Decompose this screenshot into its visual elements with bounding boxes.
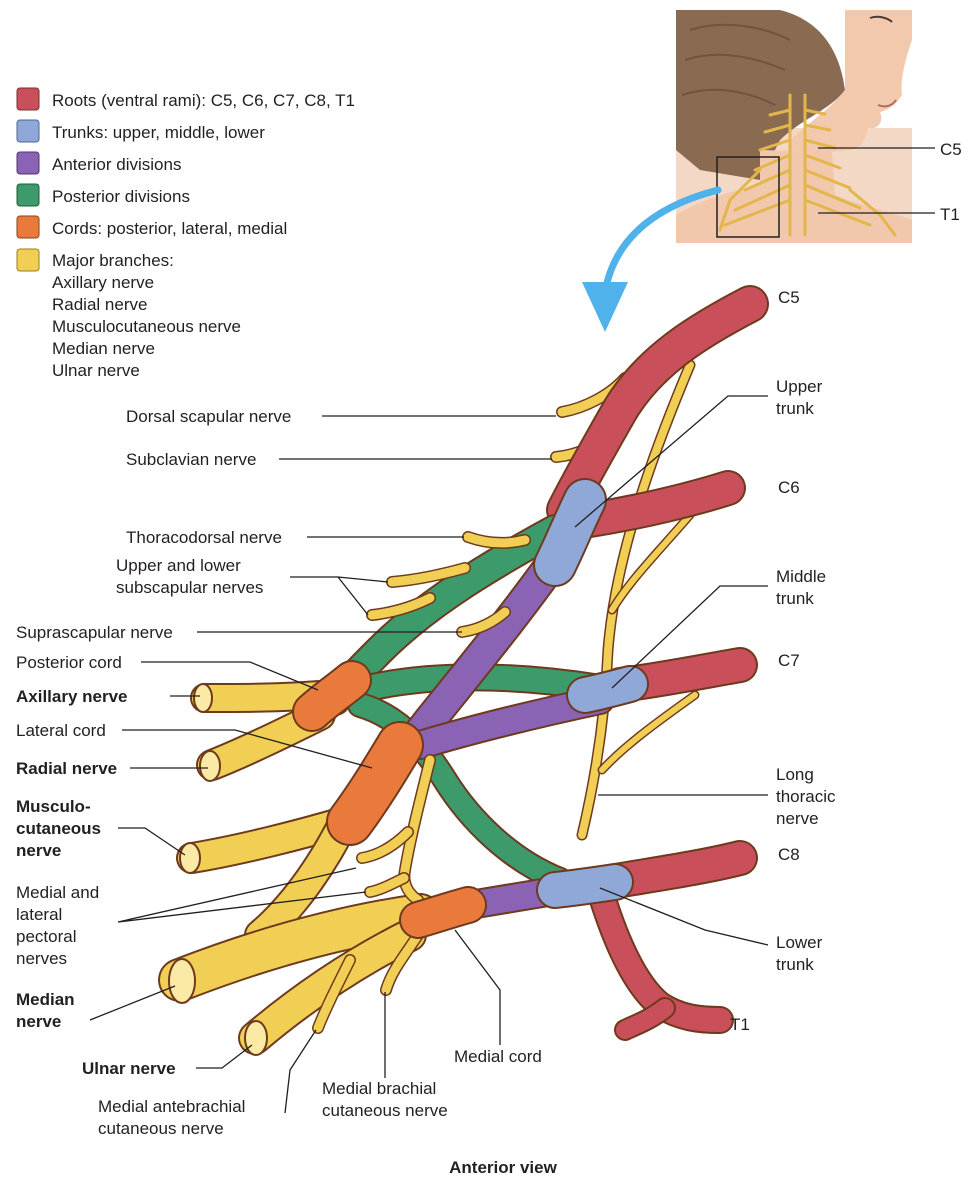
- root-label-t1: T1: [730, 1015, 750, 1034]
- legend-swatch-posterior-divisions: [17, 184, 39, 206]
- legend-label-branches: Major branches:: [52, 251, 174, 270]
- label-musculocutaneous-1: Musculo-: [16, 797, 91, 816]
- legend-label-anterior-divisions: Anterior divisions: [52, 155, 181, 174]
- label-long-thoracic-1: Long: [776, 765, 814, 784]
- label-lateral-cord: Lateral cord: [16, 721, 106, 740]
- lateral-cord-shape: [350, 745, 400, 822]
- label-thoracodorsal: Thoracodorsal nerve: [126, 528, 282, 547]
- label-pectoral-1: Medial and: [16, 883, 99, 902]
- lower-trunk-shape: [555, 882, 615, 890]
- upper-trunk-shape: [555, 500, 585, 565]
- root-label-c6: C6: [778, 478, 800, 497]
- label-med-antebrachial-2: cutaneous nerve: [98, 1119, 224, 1138]
- middle-trunk-shape: [585, 684, 630, 695]
- label-median-2: nerve: [16, 1012, 61, 1031]
- label-medial-cord: Medial cord: [454, 1047, 542, 1066]
- label-ulnar: Ulnar nerve: [82, 1059, 176, 1078]
- legend-swatch-trunks: [17, 120, 39, 142]
- legend-swatch-anterior-divisions: [17, 152, 39, 174]
- legend-label-roots: Roots (ventral rami): C5, C6, C7, C8, T1: [52, 91, 355, 110]
- label-pectoral-3: pectoral: [16, 927, 76, 946]
- legend-label-branch-median: Median nerve: [52, 339, 155, 358]
- label-axillary: Axillary nerve: [16, 687, 128, 706]
- label-lower-trunk-2: trunk: [776, 955, 814, 974]
- label-long-thoracic-3: nerve: [776, 809, 819, 828]
- legend-swatch-branches: [17, 249, 39, 271]
- thoracodorsal-nerve-shape: [468, 537, 525, 543]
- legend-label-cords: Cords: posterior, lateral, medial: [52, 219, 287, 238]
- label-posterior-cord: Posterior cord: [16, 653, 122, 672]
- label-dorsal-scapular: Dorsal scapular nerve: [126, 407, 291, 426]
- label-subscapular-2: subscapular nerves: [116, 578, 263, 597]
- label-median-1: Median: [16, 990, 75, 1009]
- label-middle-trunk-2: trunk: [776, 589, 814, 608]
- legend-label-trunks: Trunks: upper, middle, lower: [52, 123, 265, 142]
- legend-label-branch-musculocutaneous: Musculocutaneous nerve: [52, 317, 241, 336]
- label-musculocutaneous-2: cutaneous: [16, 819, 101, 838]
- label-subclavian: Subclavian nerve: [126, 450, 256, 469]
- legend-swatch-roots: [17, 88, 39, 110]
- label-med-brachial-1: Medial brachial: [322, 1079, 436, 1098]
- root-label-c8: C8: [778, 845, 800, 864]
- label-suprascapular: Suprascapular nerve: [16, 623, 173, 642]
- label-med-antebrachial-1: Medial antebrachial: [98, 1097, 245, 1116]
- legend-label-branch-axillary: Axillary nerve: [52, 273, 154, 292]
- legend: Roots (ventral rami): C5, C6, C7, C8, T1…: [17, 88, 355, 380]
- label-subscapular-1: Upper and lower: [116, 556, 241, 575]
- label-med-brachial-2: cutaneous nerve: [322, 1101, 448, 1120]
- label-pectoral-4: nerves: [16, 949, 67, 968]
- legend-label-posterior-divisions: Posterior divisions: [52, 187, 190, 206]
- root-label-c5: C5: [778, 288, 800, 307]
- label-long-thoracic-2: thoracic: [776, 787, 836, 806]
- label-lower-trunk-1: Lower: [776, 933, 823, 952]
- medial-cord-shape: [418, 905, 468, 920]
- inset-illustration: [676, 8, 935, 243]
- label-musculocutaneous-3: nerve: [16, 841, 61, 860]
- inset-label-c5: C5: [940, 140, 962, 159]
- legend-label-branch-ulnar: Ulnar nerve: [52, 361, 140, 380]
- label-upper-trunk-2: trunk: [776, 399, 814, 418]
- inset-label-t1: T1: [940, 205, 960, 224]
- label-pectoral-2: lateral: [16, 905, 62, 924]
- root-label-c7: C7: [778, 651, 800, 670]
- legend-swatch-cords: [17, 216, 39, 238]
- label-middle-trunk-1: Middle: [776, 567, 826, 586]
- c6-root-shape: [590, 488, 728, 520]
- t1-root-shape: [600, 890, 720, 1030]
- label-radial: Radial nerve: [16, 759, 117, 778]
- posterior-cord-shape: [312, 680, 352, 712]
- caption: Anterior view: [449, 1158, 557, 1177]
- legend-label-branch-radial: Radial nerve: [52, 295, 147, 314]
- label-upper-trunk-1: Upper: [776, 377, 823, 396]
